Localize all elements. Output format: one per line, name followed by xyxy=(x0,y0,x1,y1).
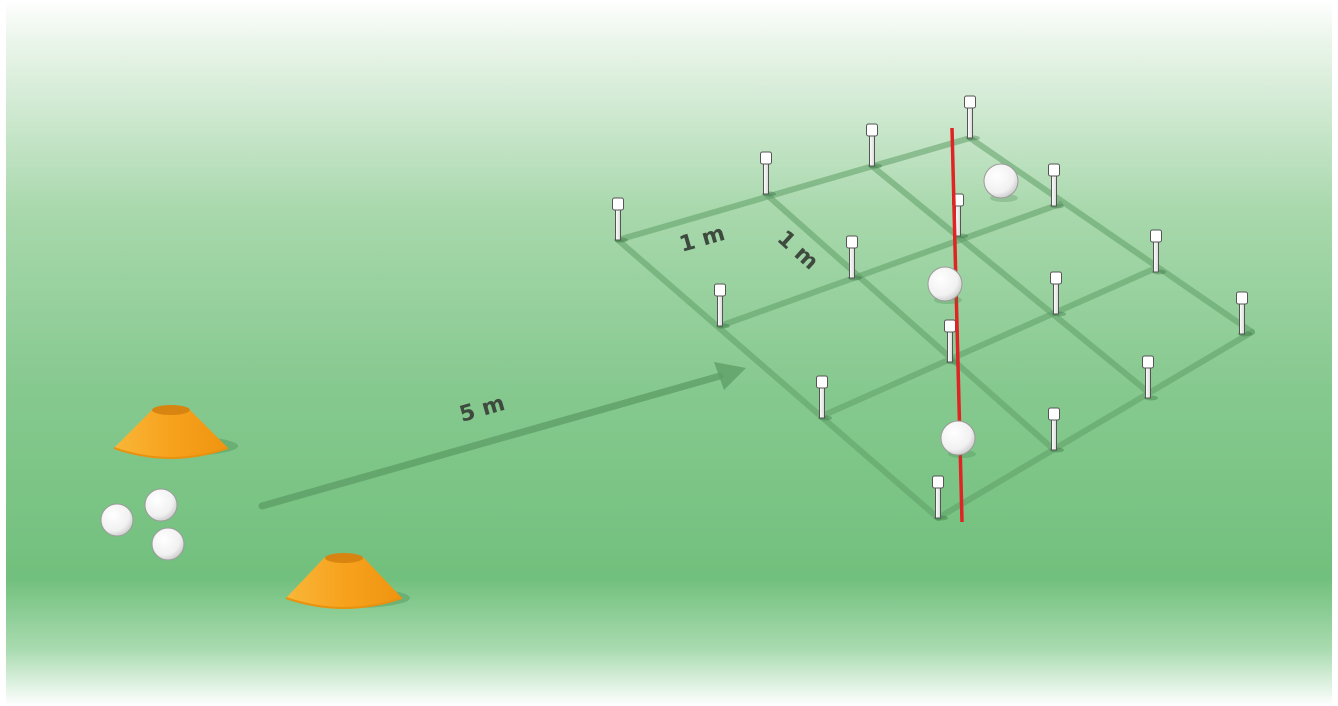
training-grid xyxy=(615,135,1255,521)
grid-line xyxy=(615,237,941,521)
pole xyxy=(1142,355,1158,401)
pole xyxy=(1236,291,1252,337)
ball xyxy=(144,488,178,522)
grid-line xyxy=(763,191,1055,451)
ball xyxy=(983,163,1019,199)
distance-arrow xyxy=(258,362,746,510)
pole xyxy=(846,235,862,281)
pole xyxy=(1048,163,1064,209)
pole xyxy=(932,475,948,521)
ball xyxy=(940,420,976,456)
ball xyxy=(927,266,963,302)
pole xyxy=(714,283,730,329)
grid-line xyxy=(717,201,1063,329)
grid-line xyxy=(967,135,1255,335)
grid-line xyxy=(819,265,1159,419)
ball xyxy=(151,527,185,561)
grid-line xyxy=(615,135,973,243)
pole xyxy=(1150,229,1166,275)
pole xyxy=(866,123,882,169)
pole xyxy=(964,95,980,141)
pole xyxy=(1048,407,1064,453)
field-background xyxy=(6,0,1332,706)
grid-line xyxy=(935,329,1255,521)
cone xyxy=(285,553,410,609)
cone xyxy=(113,405,238,459)
grid-balls xyxy=(927,163,1019,458)
pole xyxy=(1050,271,1066,317)
pole xyxy=(816,375,832,421)
pole xyxy=(760,151,776,197)
red-line xyxy=(950,127,964,523)
pole xyxy=(612,197,628,243)
grid-line xyxy=(869,163,1151,395)
ball xyxy=(100,503,134,537)
poles xyxy=(612,95,1252,521)
start-balls xyxy=(100,488,185,561)
